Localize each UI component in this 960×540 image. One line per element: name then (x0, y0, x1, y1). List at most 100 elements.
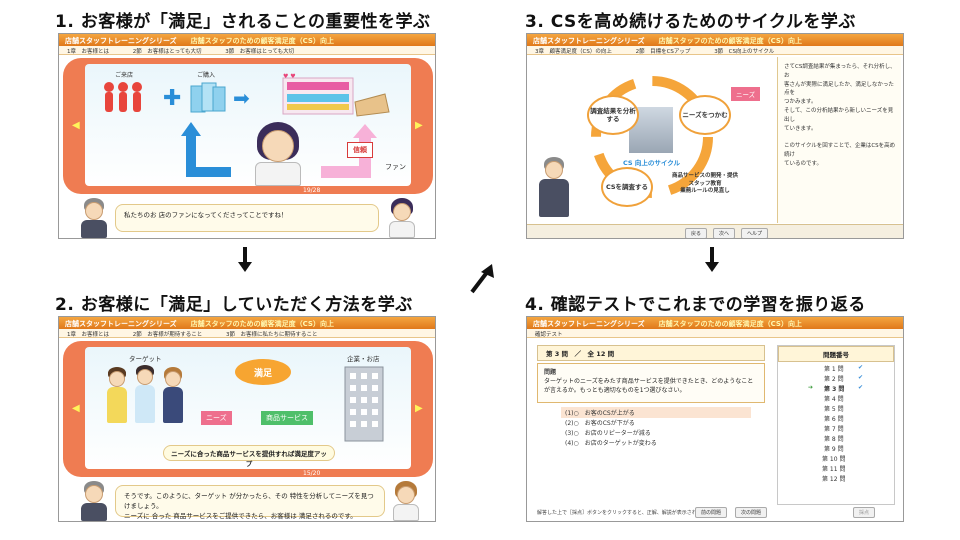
question-list-header: 問題番号 (778, 346, 894, 362)
tab-section[interactable]: 2節 お客様が期待すること (132, 332, 203, 338)
customers-icon (104, 82, 142, 112)
question-list-item[interactable]: 第 7 問 (824, 426, 844, 433)
check-icon: ✔ (858, 374, 864, 381)
staff-avatar (387, 198, 417, 238)
app-titlebar: 店舗スタッフトレーニングシリーズ店舗スタッフのための顧客満足度（CS）向上 (59, 317, 435, 329)
loop-arrow-icon (181, 122, 231, 177)
staff-character (249, 122, 309, 186)
question-list-item[interactable]: 第 4 問 (824, 396, 844, 403)
trust-label: 信頼 (347, 142, 373, 158)
chapter-tabs: 3章 顧客満足度（CS）の向上 2節 目標をCSアップ 3節 CS向上のサイクル (527, 46, 903, 55)
question-list-item[interactable]: 第 1 問 (824, 366, 844, 373)
footer-hint: 解答した上で［採点］ボタンをクリックすると、正解、解説が表示されます。 (537, 510, 712, 516)
page-counter: 15/20 (303, 470, 321, 477)
question-list-item[interactable]: 第 9 問 (824, 446, 844, 453)
choice-4-radio[interactable]: (4)○ お店のターゲットが変わる (565, 440, 657, 447)
check-icon: ✔ (858, 364, 864, 371)
svg-text:♥ ♥: ♥ ♥ (283, 73, 296, 80)
tab-chapter[interactable]: 1章 お客様とは (67, 332, 109, 338)
chapter-tabs: 1章 お客様とは 2節 お客様はとっても大切 3節 お客様はとっても大切 (59, 46, 435, 55)
tab-section[interactable]: 3節 お客様に私たちに期待すること (226, 332, 318, 338)
help-button[interactable]: ヘルプ (741, 228, 769, 238)
cycle-step-analyze: 調査結果を分析する (587, 95, 639, 135)
plus-icon: ✚ (163, 86, 182, 111)
caption-box: ニーズに合った商品サービスを提供すれば満足度アップ (163, 445, 335, 468)
test-tab: 確認テスト (527, 329, 903, 338)
slide-stage: ターゲット 企業・お店 満足 ニーズ 商品サービス (85, 347, 411, 469)
screenshot-step-4: 店舗スタッフトレーニングシリーズ店舗スタッフのための顧客満足度（CS）向上 確認… (526, 316, 904, 522)
explanation-text: さてCS調査結果が集まったら、それ分析し、お 客さんが実際に満足したか、満足しな… (784, 64, 896, 167)
cycle-center-label: CS 向上のサイクル (623, 159, 681, 167)
tab-section[interactable]: 2節 お客様はとっても大切 (132, 49, 202, 55)
question-text: ターゲットのニーズをみたす商品サービスを提供できたとき、どのようなことが言えるか… (544, 378, 754, 394)
cycle-diagram: CS 向上のサイクル 調査結果を分析する ニーズをつかむ CSを調査する 商品サ… (531, 57, 775, 223)
tab-chapter[interactable]: 1章 お客様とは (67, 49, 109, 55)
choice-1-radio[interactable]: (1)○ お客のCSが上がる (561, 407, 751, 418)
cycle-step-improve: 商品サービスの開発・提供 スタッフ教育 業務ルールの見直し (671, 173, 738, 195)
cycle-step-survey: CSを調査する (601, 167, 653, 207)
check-icon: ✔ (858, 384, 864, 391)
question-list-item-current[interactable]: 第 3 問 (824, 386, 845, 393)
question-number-header: 第 3 問 ／ 全 12 問 (537, 345, 765, 361)
question-list-item[interactable]: 第 12 問 (822, 476, 846, 483)
question-list-item[interactable]: 第 5 問 (824, 406, 844, 413)
needs-tag: ニーズ (731, 87, 761, 101)
explanation-panel: さてCS調査結果が集まったら、それ分析し、お 客さんが実際に満足したか、満足しな… (777, 57, 901, 223)
cycle-step-needs: ニーズをつかむ (679, 95, 731, 135)
question-list-item[interactable]: 第 8 問 (824, 436, 844, 443)
bottom-toolbar: 戻る 次へ ヘルプ (527, 224, 903, 238)
office-building-icon (344, 366, 384, 442)
screenshot-step-3: 店舗スタッフトレーニングシリーズ店舗スタッフのための顧客満足度（CS）向上 3章… (526, 33, 904, 239)
tab-section[interactable]: 2節 目標をCSアップ (635, 49, 691, 55)
next-slide-arrow-icon[interactable]: ▶ (415, 120, 423, 131)
prev-slide-arrow-icon[interactable]: ◀ (72, 120, 80, 131)
instructor-avatar (79, 481, 109, 521)
diagonal-arrow-icon (470, 264, 494, 294)
choice-3-radio[interactable]: (3)○ お店のリピーターが減る (565, 430, 651, 437)
target-customer (133, 365, 157, 437)
satisfaction-bubble: 満足 (235, 359, 291, 385)
company-label: 企業・お店 (347, 355, 380, 363)
step-2-title: 2. お客様に「満足」していただく方法を学ぶ (55, 295, 413, 315)
dialog-bubble: そうです。このように、ターゲット が分かったら、その 特性を分析してニーズを見つ… (115, 485, 385, 520)
current-question-marker-icon: ➔ (808, 384, 814, 391)
cycle-ring (591, 76, 713, 198)
question-list-item[interactable]: 第 10 問 (822, 456, 846, 463)
question-box: 問題 ターゲットのニーズをみたす商品サービスを提供できたとき、どのようなことが言… (537, 363, 765, 403)
prev-question-button[interactable]: 前の問題 (695, 507, 728, 518)
staff-avatar (391, 481, 421, 521)
target-customer (161, 367, 185, 437)
tab-chapter[interactable]: 3章 顧客満足度（CS）の向上 (535, 49, 612, 55)
shopping-bags-icon (190, 82, 226, 113)
store-shelves-icon: ♥ ♥ (282, 73, 390, 117)
products-arrow-label: 商品サービス (261, 411, 313, 425)
choice-2-radio[interactable]: (2)○ お客のCSが下がる (565, 420, 635, 427)
tab-section[interactable]: 3節 お客様はとっても大切 (225, 49, 295, 55)
slide-stage: ご来店 ご購入 ✚ ➡ ♥ ♥ (85, 64, 411, 186)
question-list-item[interactable]: 第 11 問 (822, 466, 846, 473)
app-titlebar: 店舗スタッフトレーニングシリーズ店舗スタッフのための顧客満足度（CS）向上 (59, 34, 435, 46)
fan-label: ファン (385, 163, 406, 171)
purchase-label: ご購入 (197, 72, 216, 79)
step-1-title: 1. お客様が「満足」されることの重要性を学ぶ (55, 12, 431, 32)
screenshot-step-2: 店舗スタッフトレーニングシリーズ店舗スタッフのための顧客満足度（CS）向上 1章… (58, 316, 436, 522)
question-list-item[interactable]: 第 6 問 (824, 416, 844, 423)
tab-test[interactable]: 確認テスト (535, 332, 563, 338)
dialog-bubble: 私たちのお 店のファンになってくださってことですね！ (115, 204, 379, 232)
question-list-item[interactable]: 第 2 問 (824, 376, 844, 383)
grade-button[interactable]: 採点 (853, 507, 876, 518)
right-arrow-icon: ➡ (233, 86, 250, 110)
screenshot-step-1: 店舗スタッフトレーニングシリーズ店舗スタッフのための顧客満足度（CS）向上 1章… (58, 33, 436, 239)
next-button[interactable]: 次へ (713, 228, 736, 238)
target-customer (105, 367, 129, 437)
question-list-panel: 問題番号 第 1 問 ✔ 第 2 問 ✔ ➔ 第 3 問 ✔ 第 4 問 第 5… (777, 345, 895, 505)
back-button[interactable]: 戻る (685, 228, 708, 238)
app-titlebar: 店舗スタッフトレーニングシリーズ店舗スタッフのための顧客満足度（CS）向上 (527, 317, 903, 329)
next-slide-arrow-icon[interactable]: ▶ (415, 403, 423, 414)
tab-section[interactable]: 3節 CS向上のサイクル (714, 49, 775, 55)
next-question-button[interactable]: 次の問題 (735, 507, 768, 518)
needs-arrow-label: ニーズ (201, 411, 232, 425)
prev-slide-arrow-icon[interactable]: ◀ (72, 403, 80, 414)
instructor-avatar (79, 198, 109, 238)
step-3-title: 3. CSを高め続けるためのサイクルを学ぶ (525, 12, 856, 32)
